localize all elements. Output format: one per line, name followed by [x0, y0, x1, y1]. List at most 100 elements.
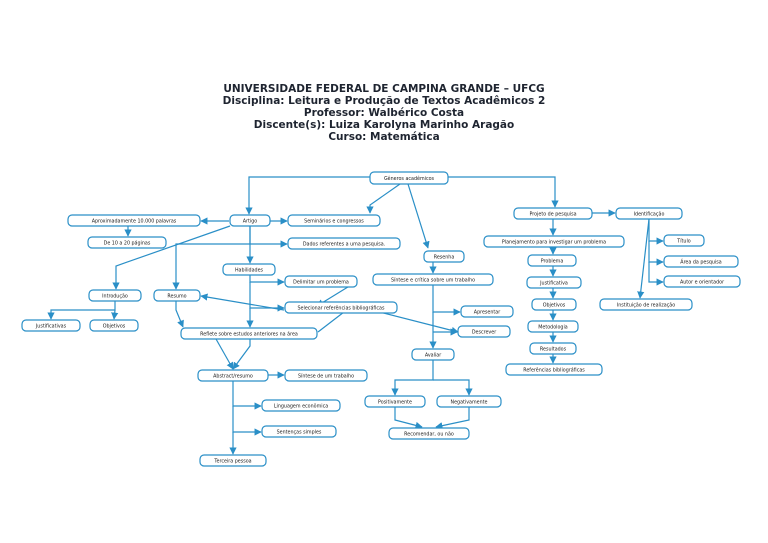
- connector-line: [200, 293, 285, 311]
- concept-node-linguagem: Linguagem econômica: [261, 399, 341, 412]
- concept-node-resenha: Resenha: [423, 250, 465, 263]
- node-box: [529, 342, 577, 355]
- node-label: Sentenças simples: [277, 430, 322, 436]
- connector-line: [391, 360, 434, 396]
- node-label: Selecionar referências bibliográficas: [298, 305, 385, 312]
- node-label: Artigo: [243, 219, 258, 225]
- node-box: [197, 369, 269, 382]
- node-box: [21, 319, 81, 332]
- node-label: Justificativas: [35, 324, 67, 330]
- node-label: Aproximadamente 10.000 palavras: [92, 219, 177, 225]
- concept-node-dados: Dados referentes a uma pesquisa.: [287, 237, 401, 250]
- concept-node-avaliar: Avaliar: [411, 348, 455, 361]
- concept-node-resultados: Resultados: [529, 342, 577, 355]
- node-label: Negativamente: [450, 400, 487, 406]
- concept-node-apresentar: Apresentar: [460, 305, 514, 318]
- connector-line: [648, 241, 664, 266]
- node-box: [284, 301, 398, 314]
- header-professor: Professor: Walbérico Costa: [303, 107, 465, 119]
- concept-node-habilidades: Habilidades: [222, 263, 276, 276]
- node-box: [663, 234, 705, 247]
- node-label: Reflete sobre estudos anteriores na área: [200, 331, 298, 338]
- concept-node-titulo: Título: [663, 234, 705, 247]
- node-box: [287, 237, 401, 250]
- concept-node-autor: Autor e orientador: [663, 275, 741, 288]
- concept-node-instituicao: Instituição de realização: [599, 298, 693, 311]
- node-label: Recomendar, ou não: [404, 432, 454, 438]
- node-label: Instituição de realização: [617, 303, 675, 309]
- connector-line: [112, 225, 231, 290]
- concept-node-metodologia: Metodologia: [527, 320, 579, 333]
- node-label: Seminários e congressos: [304, 218, 364, 225]
- node-label: Justificativa: [539, 281, 568, 287]
- node-label: Terceira pessoa: [213, 459, 251, 465]
- connector-line: [249, 282, 285, 312]
- concept-node-problema: Problema: [527, 254, 577, 267]
- connector-line: [407, 183, 430, 249]
- node-label: Identificação: [634, 212, 665, 218]
- connector-line: [232, 381, 262, 410]
- node-label: Título: [676, 238, 691, 245]
- concept-node-sentencas: Sentenças simples: [261, 425, 337, 438]
- node-label: Resultados: [540, 347, 567, 353]
- concept-node-introducao: Introdução: [88, 289, 142, 302]
- node-label: Projeto de pesquisa: [529, 212, 576, 218]
- node-label: Gêneros acadêmicos: [384, 175, 435, 182]
- connector-line: [432, 285, 461, 316]
- concept-node-positivamente: Positivamente: [364, 395, 426, 408]
- node-box: [369, 171, 449, 185]
- node-label: Introdução: [102, 294, 128, 300]
- node-box: [663, 275, 741, 288]
- connector-line: [232, 339, 251, 370]
- node-label: Linguagem econômica: [274, 403, 328, 410]
- node-label: Habilidades: [235, 268, 264, 274]
- concept-node-reflete: Reflete sobre estudos anteriores na área: [180, 327, 318, 340]
- connector-line: [47, 301, 116, 320]
- concept-node-aprox: Aproximadamente 10.000 palavras: [67, 214, 201, 227]
- node-box: [599, 298, 693, 311]
- node-box: [67, 214, 201, 227]
- concept-node-justificativa: Justificativa: [526, 276, 582, 289]
- concept-node-delimitar: Delimitar um problema: [284, 275, 358, 288]
- node-label: Síntese de um trabalho: [298, 373, 354, 380]
- node-label: Resenha: [434, 255, 455, 261]
- concept-node-paginas: De 10 a 20 páginas: [87, 236, 167, 249]
- concept-node-selecionar: Selecionar referências bibliográficas: [284, 301, 398, 314]
- concept-node-planejamento: Planejamento para investigar um problema: [483, 235, 625, 248]
- connector-line: [245, 176, 408, 215]
- node-label: Metodologia: [538, 325, 568, 331]
- node-box: [505, 363, 603, 376]
- connector-line: [215, 338, 234, 370]
- node-box: [411, 348, 455, 361]
- node-label: Objetivos: [543, 303, 566, 309]
- node-box: [388, 427, 470, 440]
- node-label: De 10 a 20 páginas: [104, 240, 151, 247]
- node-box: [287, 214, 381, 227]
- node-label: Apresentar: [474, 310, 500, 316]
- node-box: [483, 235, 625, 248]
- node-box: [284, 369, 368, 382]
- concept-node-negativamente: Negativamente: [436, 395, 502, 408]
- concept-node-recomendar: Recomendar, ou não: [388, 427, 470, 440]
- node-label: Positivamente: [378, 400, 412, 406]
- node-box: [527, 320, 579, 333]
- connector-line: [648, 262, 664, 286]
- node-box: [229, 214, 271, 227]
- concept-node-artigo: Artigo: [229, 214, 271, 227]
- connector-line: [433, 379, 473, 396]
- node-label: Síntese e crítica sobre um trabalho: [391, 277, 475, 284]
- connector-line: [232, 406, 262, 436]
- concept-node-seminarios: Seminários e congressos: [287, 214, 381, 227]
- connector-line: [637, 218, 650, 299]
- header-course: Curso: Matemática: [328, 131, 440, 143]
- concept-node-objetivos2: Objetivos: [531, 298, 577, 311]
- node-label: Descrever: [472, 330, 496, 336]
- concept-node-justificativas: Justificativas: [21, 319, 81, 332]
- node-label: Área da pesquisa: [680, 259, 721, 266]
- concept-node-generos: Gêneros acadêmicos: [369, 171, 449, 185]
- concept-node-descrever: Descrever: [457, 325, 511, 338]
- concept-node-sintesecritica: Síntese e crítica sobre um trabalho: [372, 273, 494, 286]
- connector-line: [111, 309, 119, 320]
